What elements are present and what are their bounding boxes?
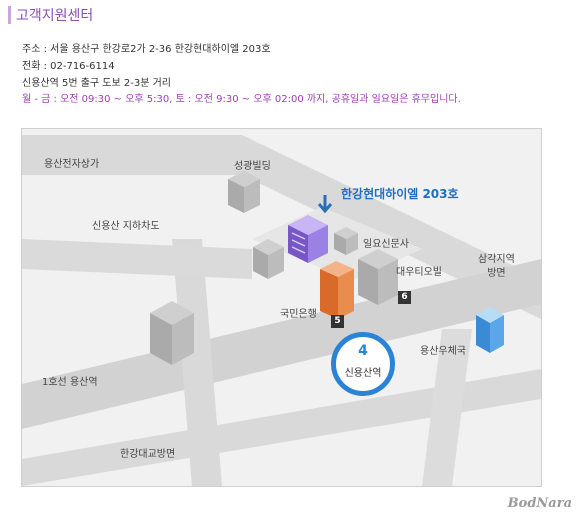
target-label: 한강현대하이엘 203호 bbox=[341, 187, 459, 201]
label-yongsan-electronics: 용산전자상가 bbox=[44, 159, 100, 170]
target-arrow bbox=[317, 195, 333, 214]
phone-text: 전화 : 02-716-6114 bbox=[22, 61, 115, 72]
building-samgak bbox=[476, 307, 504, 353]
label-post-office: 용산우체국 bbox=[420, 346, 466, 357]
building-daewoo bbox=[358, 249, 398, 305]
building-ilyo bbox=[334, 227, 358, 255]
building-left-big bbox=[150, 301, 194, 365]
label-underpass: 신용산 지하차도 bbox=[92, 221, 160, 232]
brand-logo: BodNara bbox=[507, 496, 572, 511]
directions-text: 신용산역 5번 출구 도보 2-3분 거리 bbox=[22, 78, 171, 89]
exit-5-badge: 5 bbox=[331, 315, 344, 328]
hours-text: 월 - 금 : 오전 09:30 ~ 오후 5:30, 토 : 오전 9:30 … bbox=[22, 94, 461, 105]
road-lower bbox=[22, 369, 541, 486]
map-graphic bbox=[22, 135, 541, 486]
address-text: 주소 : 서울 용산구 한강로2가 2-36 한강현대하이엘 203호 bbox=[22, 44, 271, 55]
building-kookmin bbox=[320, 261, 354, 319]
road-upper bbox=[22, 135, 541, 319]
page-title: 고객지원센터 bbox=[16, 8, 94, 24]
label-line1-yongsan: 1호선 용산역 bbox=[42, 377, 98, 388]
location-map: 용산전자상가 성광빌딩 한강현대하이엘 203호 신용산 지하차도 일요신문사 … bbox=[21, 128, 542, 487]
label-kookmin: 국민은행 bbox=[280, 309, 317, 320]
label-hangang-bridge: 한강대교방면 bbox=[120, 449, 176, 460]
station-marker: 4 신용산역 bbox=[331, 332, 395, 396]
station-name: 신용산역 bbox=[344, 368, 382, 379]
road-main-diagonal bbox=[22, 259, 541, 429]
label-seonggwang: 성광빌딩 bbox=[234, 161, 271, 172]
label-samgak: 삼각지역 방면 bbox=[478, 254, 515, 279]
title-accent-bar bbox=[8, 6, 11, 24]
exit-6-badge: 6 bbox=[398, 291, 411, 304]
label-daewoo: 대우티오빌 bbox=[396, 267, 442, 278]
road-cross bbox=[22, 239, 252, 279]
building-seonggwang bbox=[228, 171, 260, 213]
station-line-number: 4 bbox=[358, 343, 368, 359]
building-small-left bbox=[253, 239, 284, 279]
label-ilyo: 일요신문사 bbox=[363, 239, 409, 250]
road-vertical bbox=[172, 239, 222, 486]
building-target bbox=[288, 215, 328, 263]
road-right bbox=[422, 329, 472, 486]
